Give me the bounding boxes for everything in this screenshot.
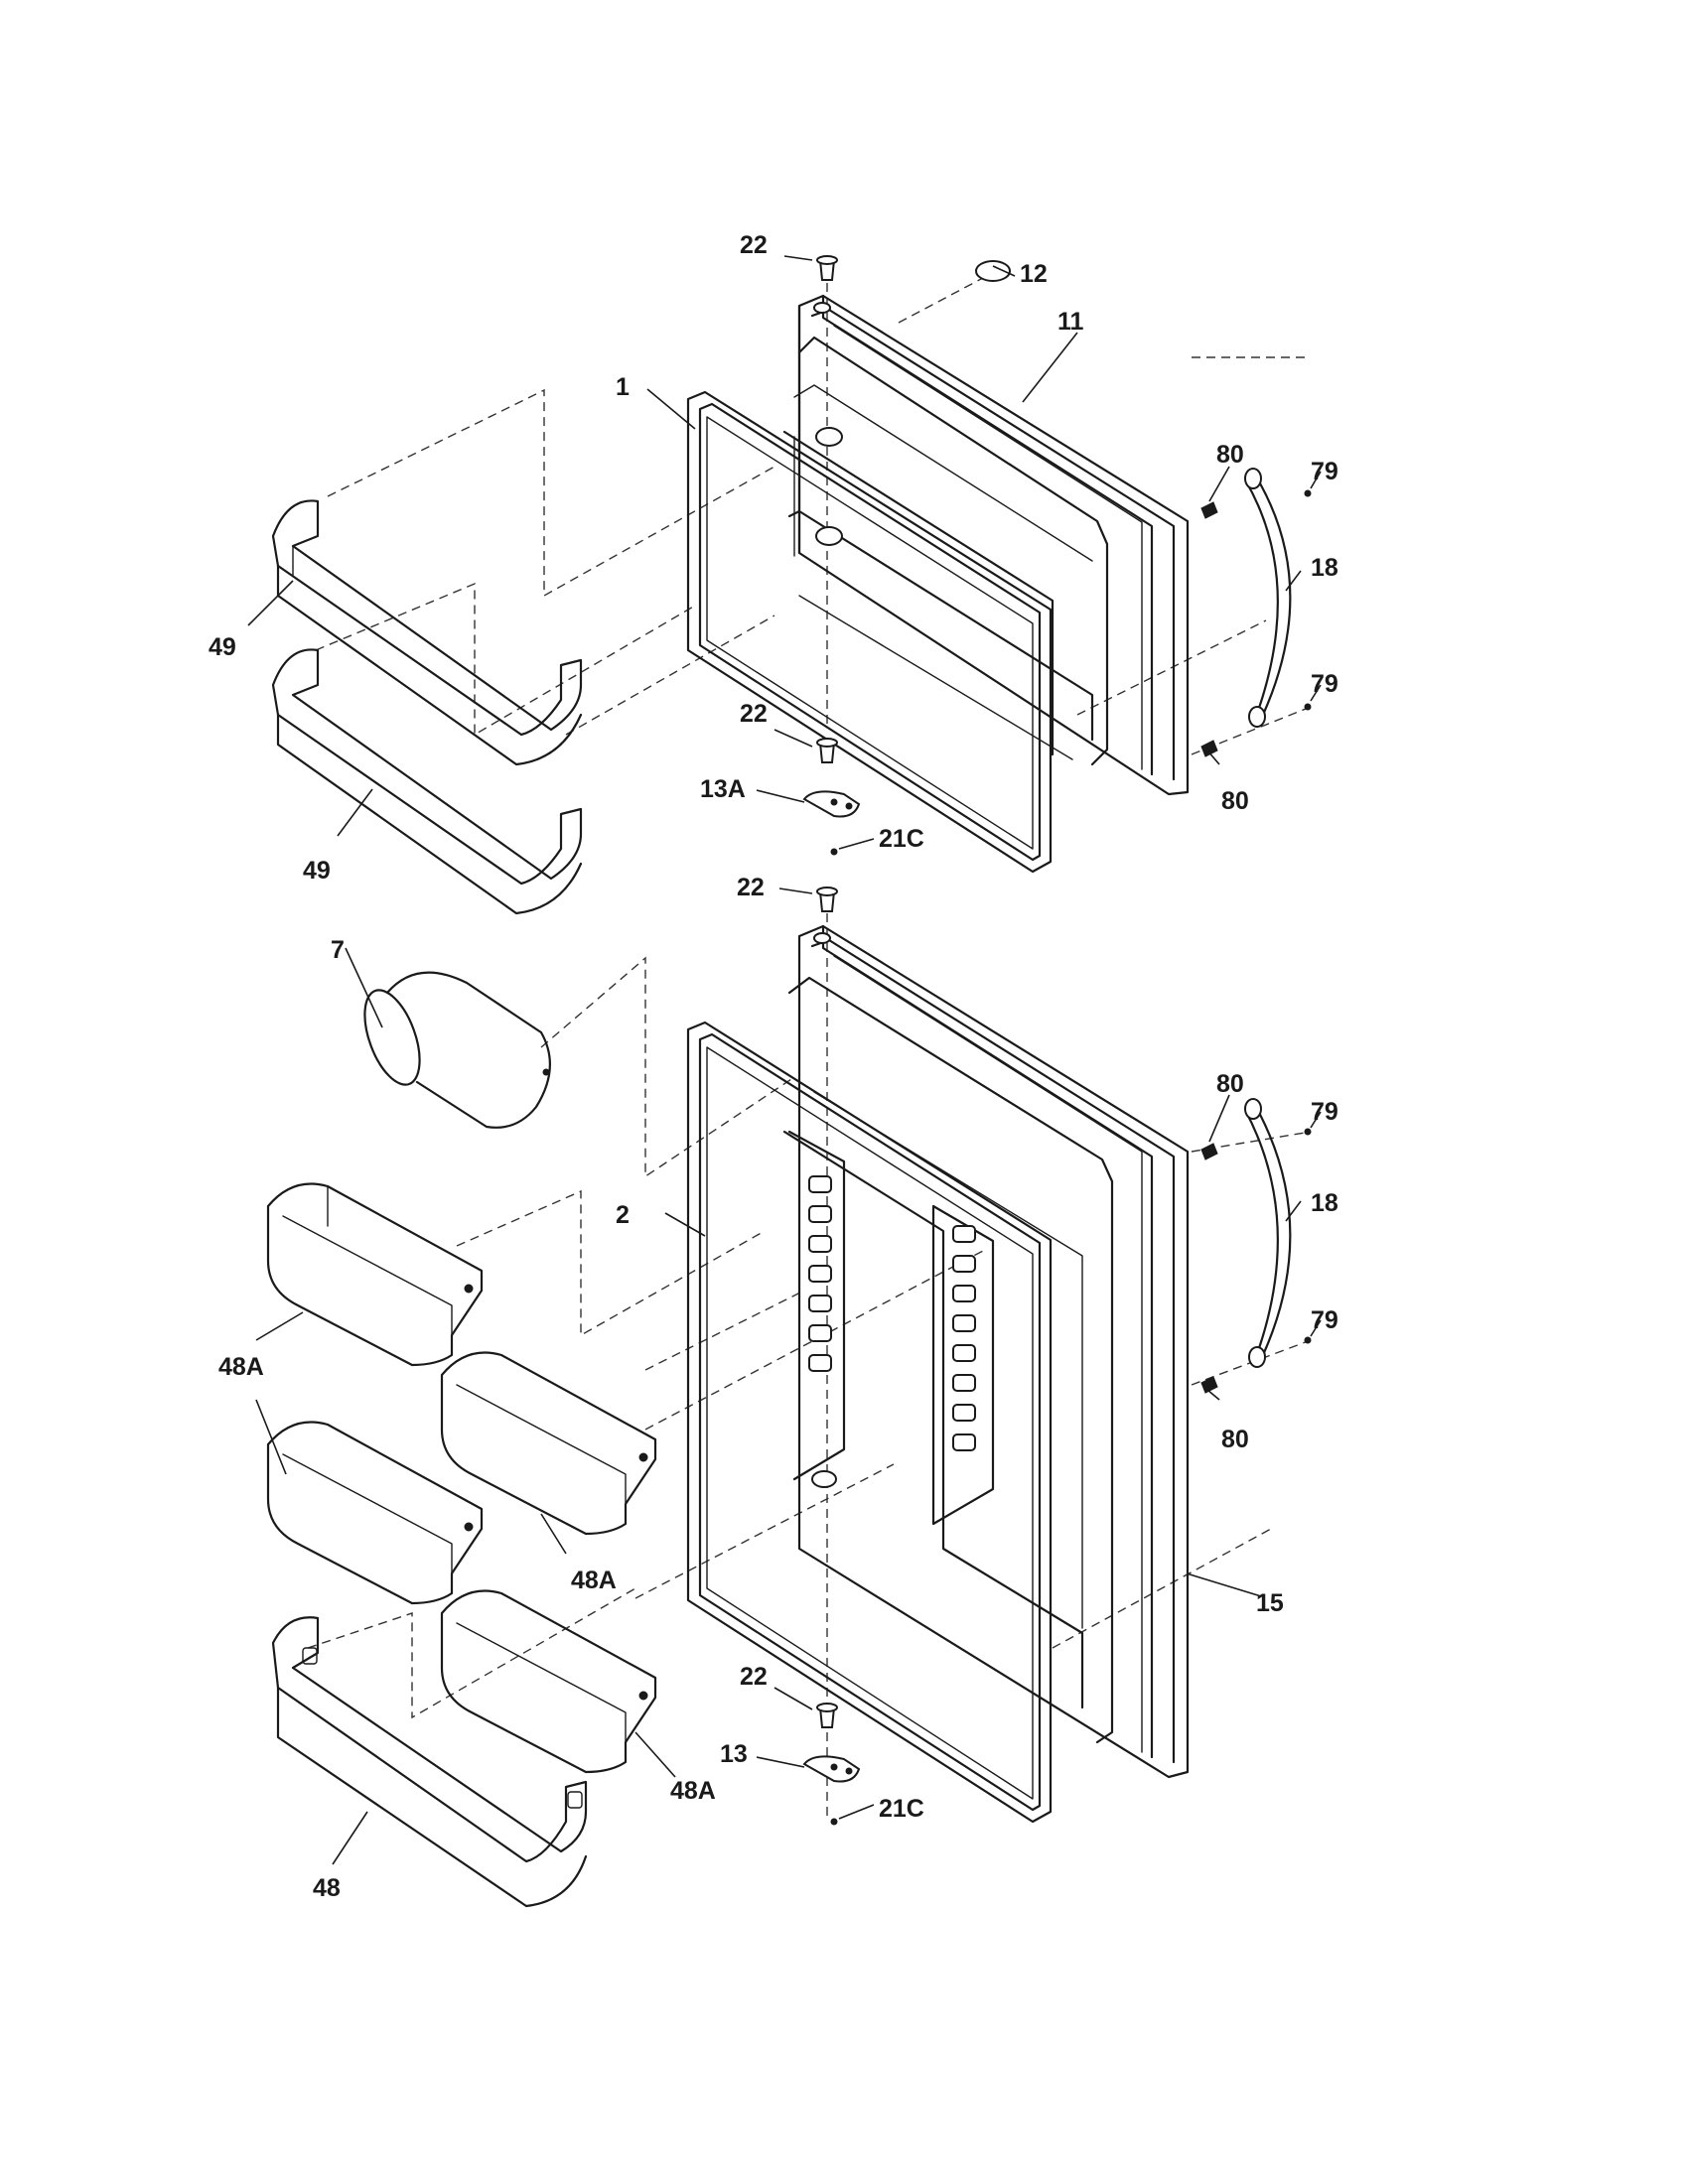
callout-7: 7 (331, 936, 345, 964)
hinge-parts (802, 255, 1011, 1826)
freezer-door (782, 294, 1190, 796)
callout-79-lower-bottom: 79 (1311, 1306, 1338, 1334)
callout-labels: 22 12 11 1 80 79 18 49 79 22 80 13A 21C … (209, 231, 1338, 1902)
callout-15: 15 (1256, 1589, 1284, 1617)
callout-21c-lower: 21C (879, 1795, 924, 1823)
callout-1: 1 (616, 373, 630, 401)
callout-21c-upper: 21C (879, 825, 924, 853)
door-bin-bottom (271, 1616, 588, 1908)
callout-13: 13 (720, 1740, 748, 1768)
callout-13a: 13A (700, 775, 746, 803)
callout-22-upper-bottom: 22 (740, 700, 768, 728)
freezer-door-gasket (686, 390, 1053, 874)
callout-48: 48 (313, 1874, 341, 1902)
callout-11: 11 (1057, 308, 1084, 336)
door-bin-3 (266, 1421, 484, 1605)
dairy-canister (363, 971, 551, 1129)
callout-12: 12 (1020, 260, 1048, 288)
door-bin-1 (266, 1182, 484, 1367)
callout-49-middle: 49 (303, 857, 331, 885)
shelf-pegs-left (808, 1175, 832, 1372)
door-bin-4 (440, 1589, 657, 1774)
callout-22-lower-top: 22 (737, 874, 765, 901)
door-handle-upper (1244, 468, 1292, 728)
callout-48a-upper-left: 48A (218, 1353, 264, 1381)
callout-22-lower-bottom: 22 (740, 1663, 768, 1691)
door-shelf-upper (271, 499, 583, 766)
callout-79-upper-top: 79 (1311, 458, 1338, 485)
handle-screws (1200, 489, 1312, 1394)
callout-80-lower-top: 80 (1216, 1070, 1244, 1098)
callout-48a-middle: 48A (571, 1567, 617, 1594)
shelf-pegs-right (952, 1225, 976, 1451)
door-bin-2 (440, 1351, 657, 1536)
callout-79-lower-top: 79 (1311, 1098, 1338, 1126)
callout-79-upper-bottom: 79 (1311, 670, 1338, 698)
assembly-lines (307, 277, 1312, 1817)
callout-48a-lower: 48A (670, 1777, 716, 1805)
callout-80-upper-bottom: 80 (1221, 787, 1249, 815)
fresh-food-door (782, 924, 1190, 1779)
door-shelf-middle (271, 648, 583, 915)
door-handle-lower (1244, 1098, 1292, 1368)
callout-49-upper: 49 (209, 633, 236, 661)
callout-18-lower: 18 (1311, 1189, 1338, 1217)
callout-22-upper-top: 22 (740, 231, 768, 259)
fresh-food-door-gasket (686, 1021, 1053, 1824)
callout-80-upper-top: 80 (1216, 441, 1244, 469)
callout-2: 2 (616, 1201, 630, 1229)
callout-80-lower-bottom: 80 (1221, 1426, 1249, 1453)
callout-18-upper: 18 (1311, 554, 1338, 582)
leader-lines (247, 255, 1322, 1865)
